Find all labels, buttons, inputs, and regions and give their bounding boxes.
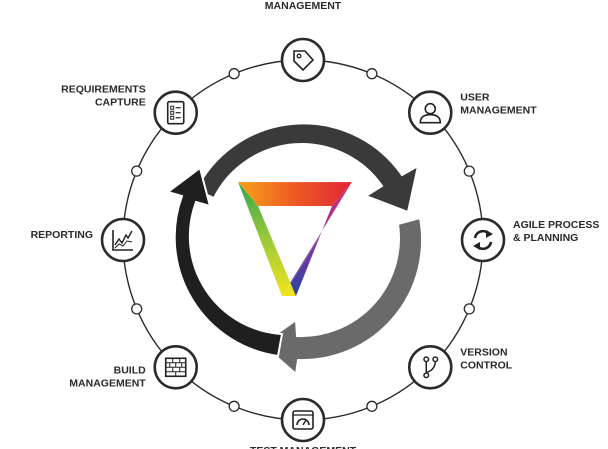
- ring-dot: [228, 68, 240, 80]
- node-label-line: TEST MANAGEMENT: [250, 445, 357, 449]
- ring-dot: [228, 400, 240, 412]
- node-label: TEST MANAGEMENT: [250, 445, 357, 449]
- brick-wall-icon: [164, 357, 187, 378]
- node-circle: [460, 217, 506, 263]
- node-agile: AGILE PROCESS& PLANNING: [460, 217, 599, 263]
- node-label-line: & PLANNING: [513, 232, 578, 244]
- node-label-line: MANAGEMENT: [460, 105, 537, 117]
- cycle-arrows-icon: [473, 229, 493, 251]
- node-label-line: AGILE PROCESS: [513, 219, 599, 231]
- checklist-icon: [166, 100, 185, 125]
- node-circle: [280, 397, 326, 443]
- ring-dot: [366, 68, 378, 80]
- node-label: CHANGEMANAGEMENT: [265, 0, 342, 12]
- line-chart-icon: [112, 230, 133, 251]
- node-label-line: BUILD: [114, 364, 146, 376]
- ring-dot: [463, 165, 475, 177]
- node-label-line: USER: [460, 92, 490, 104]
- node-circle: [407, 344, 453, 390]
- node-circle: [407, 90, 453, 136]
- arrow-left: [165, 166, 284, 358]
- ring-dot: [366, 400, 378, 412]
- ring-dot: [131, 303, 143, 315]
- node-change: CHANGEMANAGEMENT: [265, 0, 342, 83]
- node-circle: [280, 37, 326, 83]
- node-label-line: REPORTING: [31, 229, 93, 241]
- node-test: TEST MANAGEMENT: [250, 397, 357, 449]
- ring-dots: [131, 68, 475, 412]
- cycle-arrows: [165, 122, 423, 376]
- node-label: AGILE PROCESS& PLANNING: [513, 219, 599, 244]
- ring-dot: [463, 303, 475, 315]
- arrow-right: [260, 216, 423, 376]
- node-label-line: CAPTURE: [95, 97, 146, 109]
- arrow-top: [194, 122, 420, 214]
- node-label-line: MANAGEMENT: [265, 0, 342, 12]
- node-label-line: REQUIREMENTS: [61, 84, 146, 96]
- node-label: REPORTING: [31, 229, 93, 241]
- tag-icon: [293, 50, 315, 72]
- ring-dot: [131, 165, 143, 177]
- node-label-line: MANAGEMENT: [69, 377, 146, 389]
- triangle-logo: [237, 181, 353, 299]
- node-label-line: CONTROL: [460, 359, 512, 371]
- node-layer: CHANGEMANAGEMENTUSERMANAGEMENTAGILE PROC…: [31, 0, 600, 449]
- user-icon: [419, 102, 442, 124]
- gauge-icon: [292, 410, 314, 430]
- branch-icon: [423, 356, 439, 379]
- node-reporting: REPORTING: [31, 217, 146, 263]
- node-label-line: VERSION: [460, 346, 507, 358]
